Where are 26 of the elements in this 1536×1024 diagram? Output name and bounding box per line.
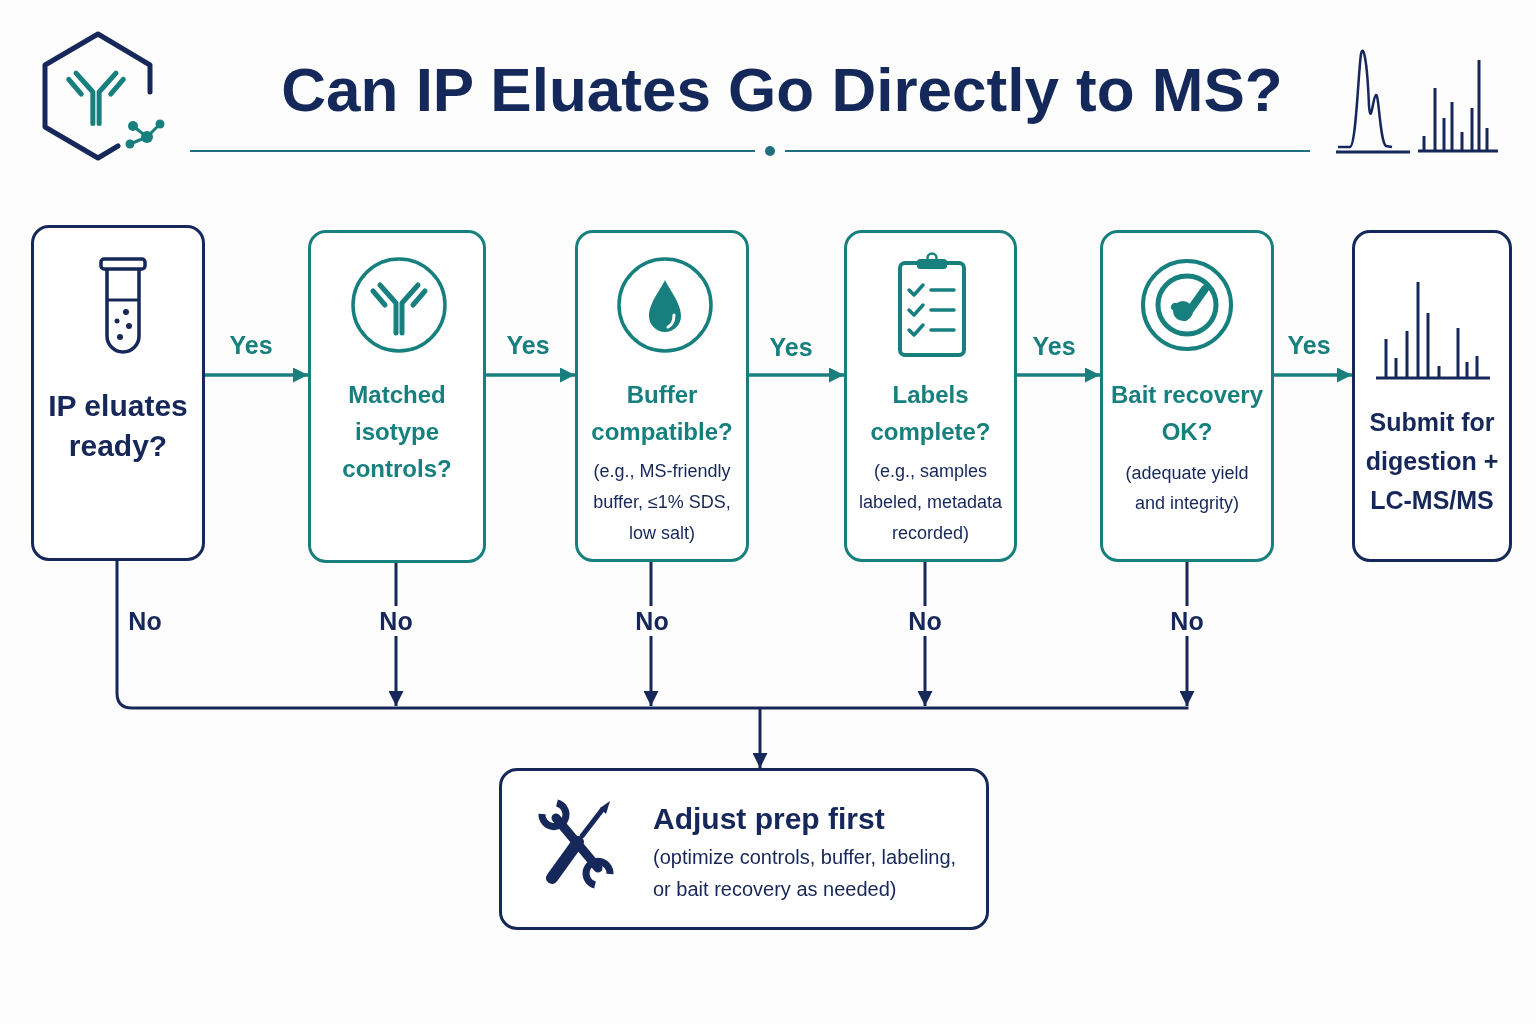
decision-box: [1100, 230, 1274, 562]
action-box: [499, 768, 989, 930]
connector-line: [115, 561, 133, 710]
end-box: [1352, 230, 1512, 562]
title: Can IP Eluates Go Directly to MS?: [281, 54, 1283, 126]
decision-box: [844, 230, 1017, 562]
node-title: Submit for digestion + LC-MS/MS: [1364, 407, 1500, 516]
arrow: [486, 367, 575, 383]
node-note: (e.g., MS-friendly buffer, ≤1% SDS, low salt): [592, 460, 732, 545]
node-title: Adjust prep first: [653, 801, 886, 837]
arrow: [205, 367, 308, 383]
start-box: [31, 225, 205, 561]
node-title: Matched isotype controls?: [341, 380, 453, 484]
node-title: Bait recovery OK?: [1109, 380, 1265, 447]
arrow: [130, 706, 1190, 770]
node-title: IP eluates ready?: [47, 388, 189, 464]
decision-box: [575, 230, 749, 562]
node-note: (optimize controls, buffer, labeling, or bait recovery as needed): [653, 845, 958, 902]
arrow: [749, 367, 844, 383]
node-note: (e.g., samples labeled, metadata recorded): [857, 460, 1004, 545]
arrow: [1274, 367, 1352, 383]
decision-box: [308, 230, 486, 563]
node-title: Buffer compatible?: [590, 380, 734, 447]
node-note: (adequate yield and integrity): [1124, 462, 1250, 515]
node-title: Labels complete?: [869, 380, 992, 447]
arrow: [1017, 367, 1100, 383]
